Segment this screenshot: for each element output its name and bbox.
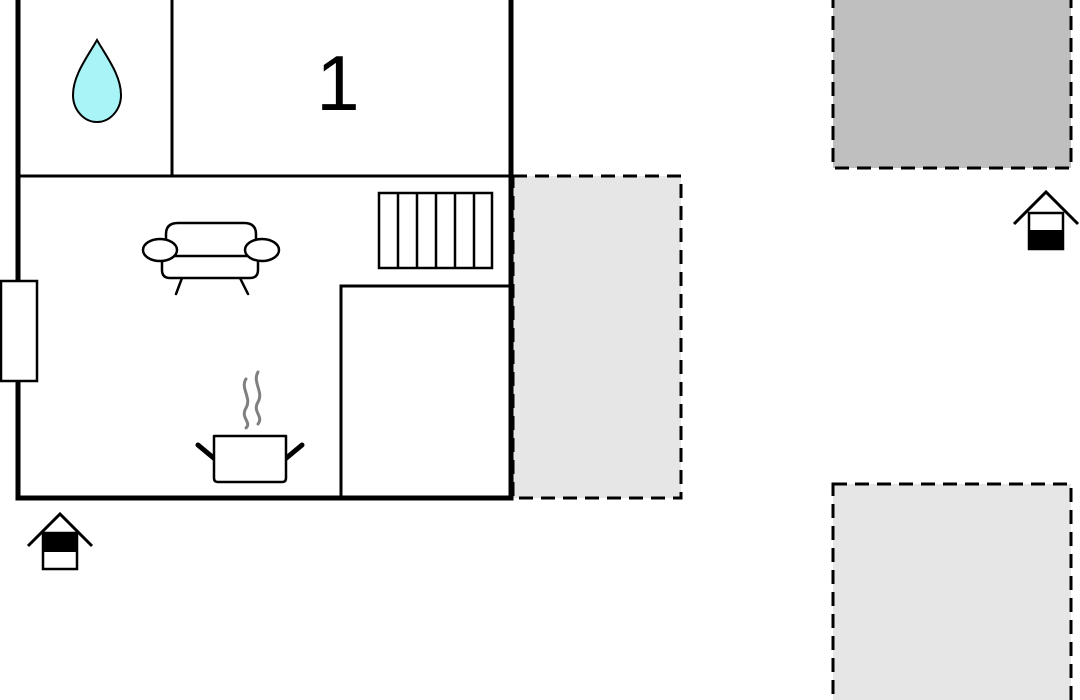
entrance-house-icon (26, 511, 94, 571)
terrace-south-east (831, 482, 1073, 700)
exterior-wall (15, 0, 514, 501)
cooking-pot-icon (195, 370, 305, 484)
roofed-area (831, 0, 1073, 170)
room-number-label: 1 (316, 39, 359, 127)
stairs-icon (377, 191, 494, 270)
terrace-east (511, 174, 683, 500)
window-icon (0, 279, 39, 383)
wall-side-room (339, 284, 511, 498)
sofa-icon (141, 221, 281, 296)
entrance-house-icon-secondary (1012, 189, 1080, 251)
water-drop-icon (71, 37, 123, 124)
